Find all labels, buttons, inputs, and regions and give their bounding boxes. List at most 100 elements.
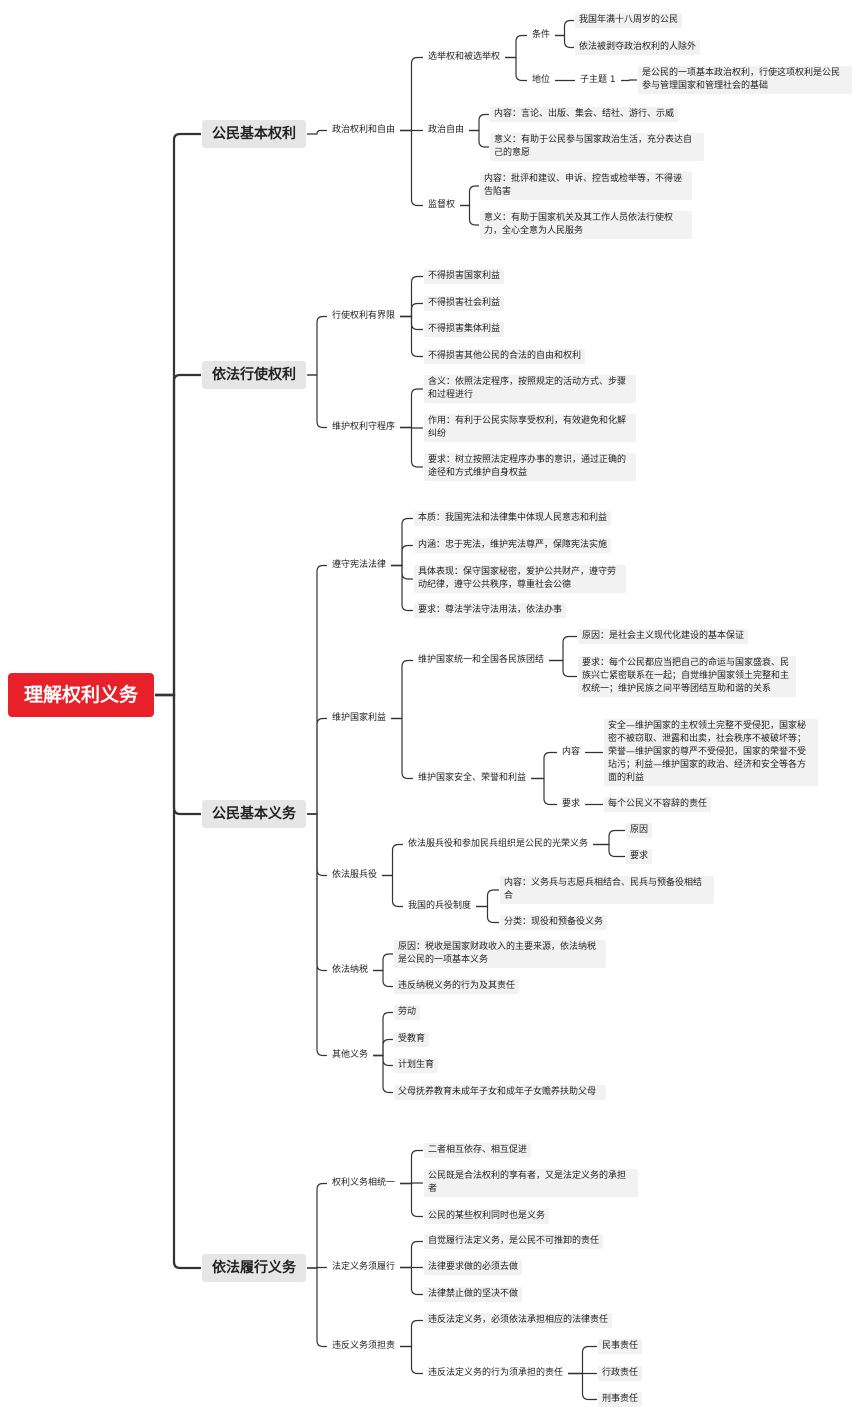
connector-line	[593, 829, 625, 846]
node-0-0-0-1-0[interactable]: 子主题 1	[580, 75, 616, 85]
connector-line	[400, 426, 423, 468]
node-2-2-1[interactable]: 我国的兵役制度	[408, 901, 472, 911]
node-3-2-1-2[interactable]: 刑事责任	[598, 1392, 643, 1407]
node-1-1-1[interactable]: 作用：有利于公民实际享受权利，有效避免和化解纠纷	[424, 414, 636, 442]
connector-line	[460, 185, 479, 207]
node-2-0[interactable]: 遵守宪法法律	[332, 560, 387, 570]
node-2-2-0[interactable]: 依法服兵役和参加民兵组织是公民的光荣义务	[408, 839, 589, 849]
connector-line	[155, 132, 201, 697]
node-0-0-0-0[interactable]: 条件	[532, 30, 551, 40]
node-0-0-1-1[interactable]: 意义：有助于公民参与国家政治生活，充分表达自己的意愿	[490, 133, 704, 161]
connector-line	[476, 905, 499, 924]
node-2-2-0-0[interactable]: 原因	[626, 823, 653, 838]
node-3-1-1[interactable]: 法律要求做的必须去做	[424, 1260, 523, 1275]
connector-line	[155, 373, 201, 697]
root-node[interactable]: 理解权利义务	[8, 673, 155, 717]
connector-line	[400, 1149, 423, 1185]
node-2-4-1[interactable]: 受教育	[394, 1032, 430, 1047]
node-1-1-0[interactable]: 含义：依照法定程序，按照规定的活动方式、步骤和过程进行	[424, 375, 636, 403]
node-2-1-1-0-0[interactable]: 安全—维护国家的主权领土完整不受侵犯，国家秘密不被窃取、泄露和出卖，社会秩序不被…	[604, 719, 818, 786]
node-2-1-1-1[interactable]: 要求	[562, 799, 581, 809]
node-2-0-0[interactable]: 本质：我国宪法和法律集中体现人民意志和利益	[414, 511, 612, 526]
node-2-1-1[interactable]: 维护国家安全、荣誉和利益	[418, 773, 527, 783]
node-1-0-0[interactable]: 不得损害国家利益	[424, 269, 505, 284]
node-0-0-2-0[interactable]: 内容：批评和建议、申诉、控告或检举等，不得诬告陷害	[480, 172, 692, 200]
node-3-0-0[interactable]: 二者相互依存、相互促进	[424, 1143, 532, 1158]
node-0-0-0-0-0[interactable]: 我国年满十八周岁的公民	[575, 13, 683, 28]
connector-line	[400, 275, 423, 318]
node-1-0-1[interactable]: 不得损害社会利益	[424, 296, 505, 311]
node-2-1-0-1[interactable]: 要求：每个公民都应当把自己的命运与国家盛衰、民族兴亡紧密联系在一起；自觉维护国家…	[578, 656, 796, 697]
node-0-0[interactable]: 政治权利和自由	[332, 125, 396, 135]
node-0[interactable]: 公民基本权利	[202, 120, 306, 148]
node-3-0[interactable]: 权利义务相统一	[332, 1178, 396, 1188]
node-2-2-1-0[interactable]: 内容：义务兵与志愿兵相结合、民兵与预备役相结合	[500, 876, 714, 904]
node-3-1[interactable]: 法定义务须履行	[332, 1262, 396, 1272]
node-0-0-2-1[interactable]: 意义：有助于国家机关及其工作人员依法行使权力，全心全意为人民服务	[480, 211, 692, 239]
connector-line	[307, 1182, 327, 1269]
node-2-1-0-0[interactable]: 原因：是社会主义现代化建设的基本保证	[578, 629, 749, 644]
connector-line	[555, 34, 574, 49]
connector-line	[155, 693, 201, 1270]
node-2-3[interactable]: 依法纳税	[332, 965, 369, 975]
connector-line	[555, 19, 574, 37]
node-2-2-1-1[interactable]: 分类：现役和预备役义务	[500, 915, 608, 930]
node-3-2[interactable]: 违反义务须担责	[332, 1341, 396, 1351]
connector-line	[373, 1054, 393, 1094]
node-3-2-1[interactable]: 违反法定义务的行为须承担的责任	[428, 1368, 564, 1378]
connector-line	[307, 374, 327, 429]
node-1-0-2[interactable]: 不得损害集体利益	[424, 322, 505, 337]
node-0-0-1-0[interactable]: 内容：言论、出版、集会、结社、游行、示威	[490, 107, 679, 122]
node-2[interactable]: 公民基本义务	[202, 800, 306, 828]
node-3-2-0[interactable]: 违反法定义务，必须依法承担相应的法律责任	[424, 1313, 613, 1328]
node-2-4[interactable]: 其他义务	[332, 1050, 369, 1060]
connector-line	[391, 564, 413, 612]
node-2-2[interactable]: 依法服兵役	[332, 870, 378, 880]
connector-line	[568, 1372, 597, 1401]
node-2-0-1[interactable]: 内涵：忠于宪法，维护宪法尊严，保障宪法实施	[414, 538, 612, 553]
node-2-0-3[interactable]: 要求：尊法学法守法用法，依法办事	[414, 603, 567, 618]
node-0-0-0-1-0-0[interactable]: 是公民的一项基本政治权利，行使这项权利是公民参与管理国家和管理社会的基础	[638, 66, 852, 94]
connector-line	[373, 953, 393, 972]
connector-line	[621, 79, 637, 82]
node-3-2-1-0[interactable]: 民事责任	[598, 1339, 643, 1354]
node-2-2-0-1[interactable]: 要求	[626, 849, 653, 864]
node-3[interactable]: 依法履行义务	[202, 1254, 306, 1282]
connector-line	[382, 843, 403, 877]
connector-line	[391, 659, 413, 720]
connector-line	[400, 1182, 423, 1218]
node-0-0-0-1[interactable]: 地位	[532, 75, 551, 85]
connector-line	[469, 113, 489, 132]
connector-line	[307, 129, 327, 135]
node-2-4-2[interactable]: 计划生育	[394, 1058, 439, 1073]
node-2-0-2[interactable]: 具体表现：保守国家秘密，爱护公共财产，遵守劳动纪律，遵守公共秩序，尊重社会公德	[414, 565, 626, 593]
node-3-0-2[interactable]: 公民的某些权利同时也是义务	[424, 1209, 550, 1224]
node-3-2-1-1[interactable]: 行政责任	[598, 1366, 643, 1381]
node-2-1-1-1-0[interactable]: 每个公民义不容辞的责任	[604, 797, 712, 812]
node-0-0-0-0-1[interactable]: 依法被剥夺政治权利的人除外	[575, 40, 701, 55]
node-2-3-1[interactable]: 违反纳税义务的行为及其责任	[394, 979, 520, 994]
node-3-0-1[interactable]: 公民既是合法权利的享有者，又是法定义务的承担者	[424, 1169, 638, 1197]
node-0-0-1[interactable]: 政治自由	[428, 125, 465, 135]
connector-line	[400, 56, 423, 132]
node-1-1[interactable]: 维护权利守程序	[332, 422, 396, 432]
node-1-1-2[interactable]: 要求：树立按照法定程序办事的意识，通过正确的途径和方式维护自身权益	[424, 453, 636, 481]
node-2-1-1-0[interactable]: 内容	[562, 747, 581, 757]
node-0-0-0[interactable]: 选举权和被选举权	[428, 52, 501, 62]
node-0-0-2[interactable]: 监督权	[428, 200, 456, 210]
connector-line	[391, 544, 413, 567]
node-3-1-0[interactable]: 自觉履行法定义务，是公民不可推卸的责任	[424, 1234, 604, 1249]
connector-line	[400, 1266, 423, 1296]
connector-line	[593, 843, 625, 858]
node-1-0[interactable]: 行使权利有界限	[332, 311, 396, 321]
node-3-1-2[interactable]: 法律禁止做的坚决不做	[424, 1287, 523, 1302]
node-2-1[interactable]: 维护国家利益	[332, 713, 387, 723]
node-1[interactable]: 依法行使权利	[202, 361, 306, 389]
node-1-0-3[interactable]: 不得损害其他公民的合法的自由和权利	[424, 349, 586, 364]
node-2-1-0[interactable]: 维护国家统一和全国各民族团结	[418, 655, 545, 665]
node-2-4-0[interactable]: 劳动	[394, 1005, 421, 1020]
node-2-4-3[interactable]: 父母抚养教育未成年子女和成年子女赡养扶助父母	[394, 1085, 606, 1100]
node-2-3-0[interactable]: 原因：税收是国家财政收入的主要来源，依法纳税是公民的一项基本义务	[394, 940, 606, 968]
connector-line	[505, 56, 527, 82]
